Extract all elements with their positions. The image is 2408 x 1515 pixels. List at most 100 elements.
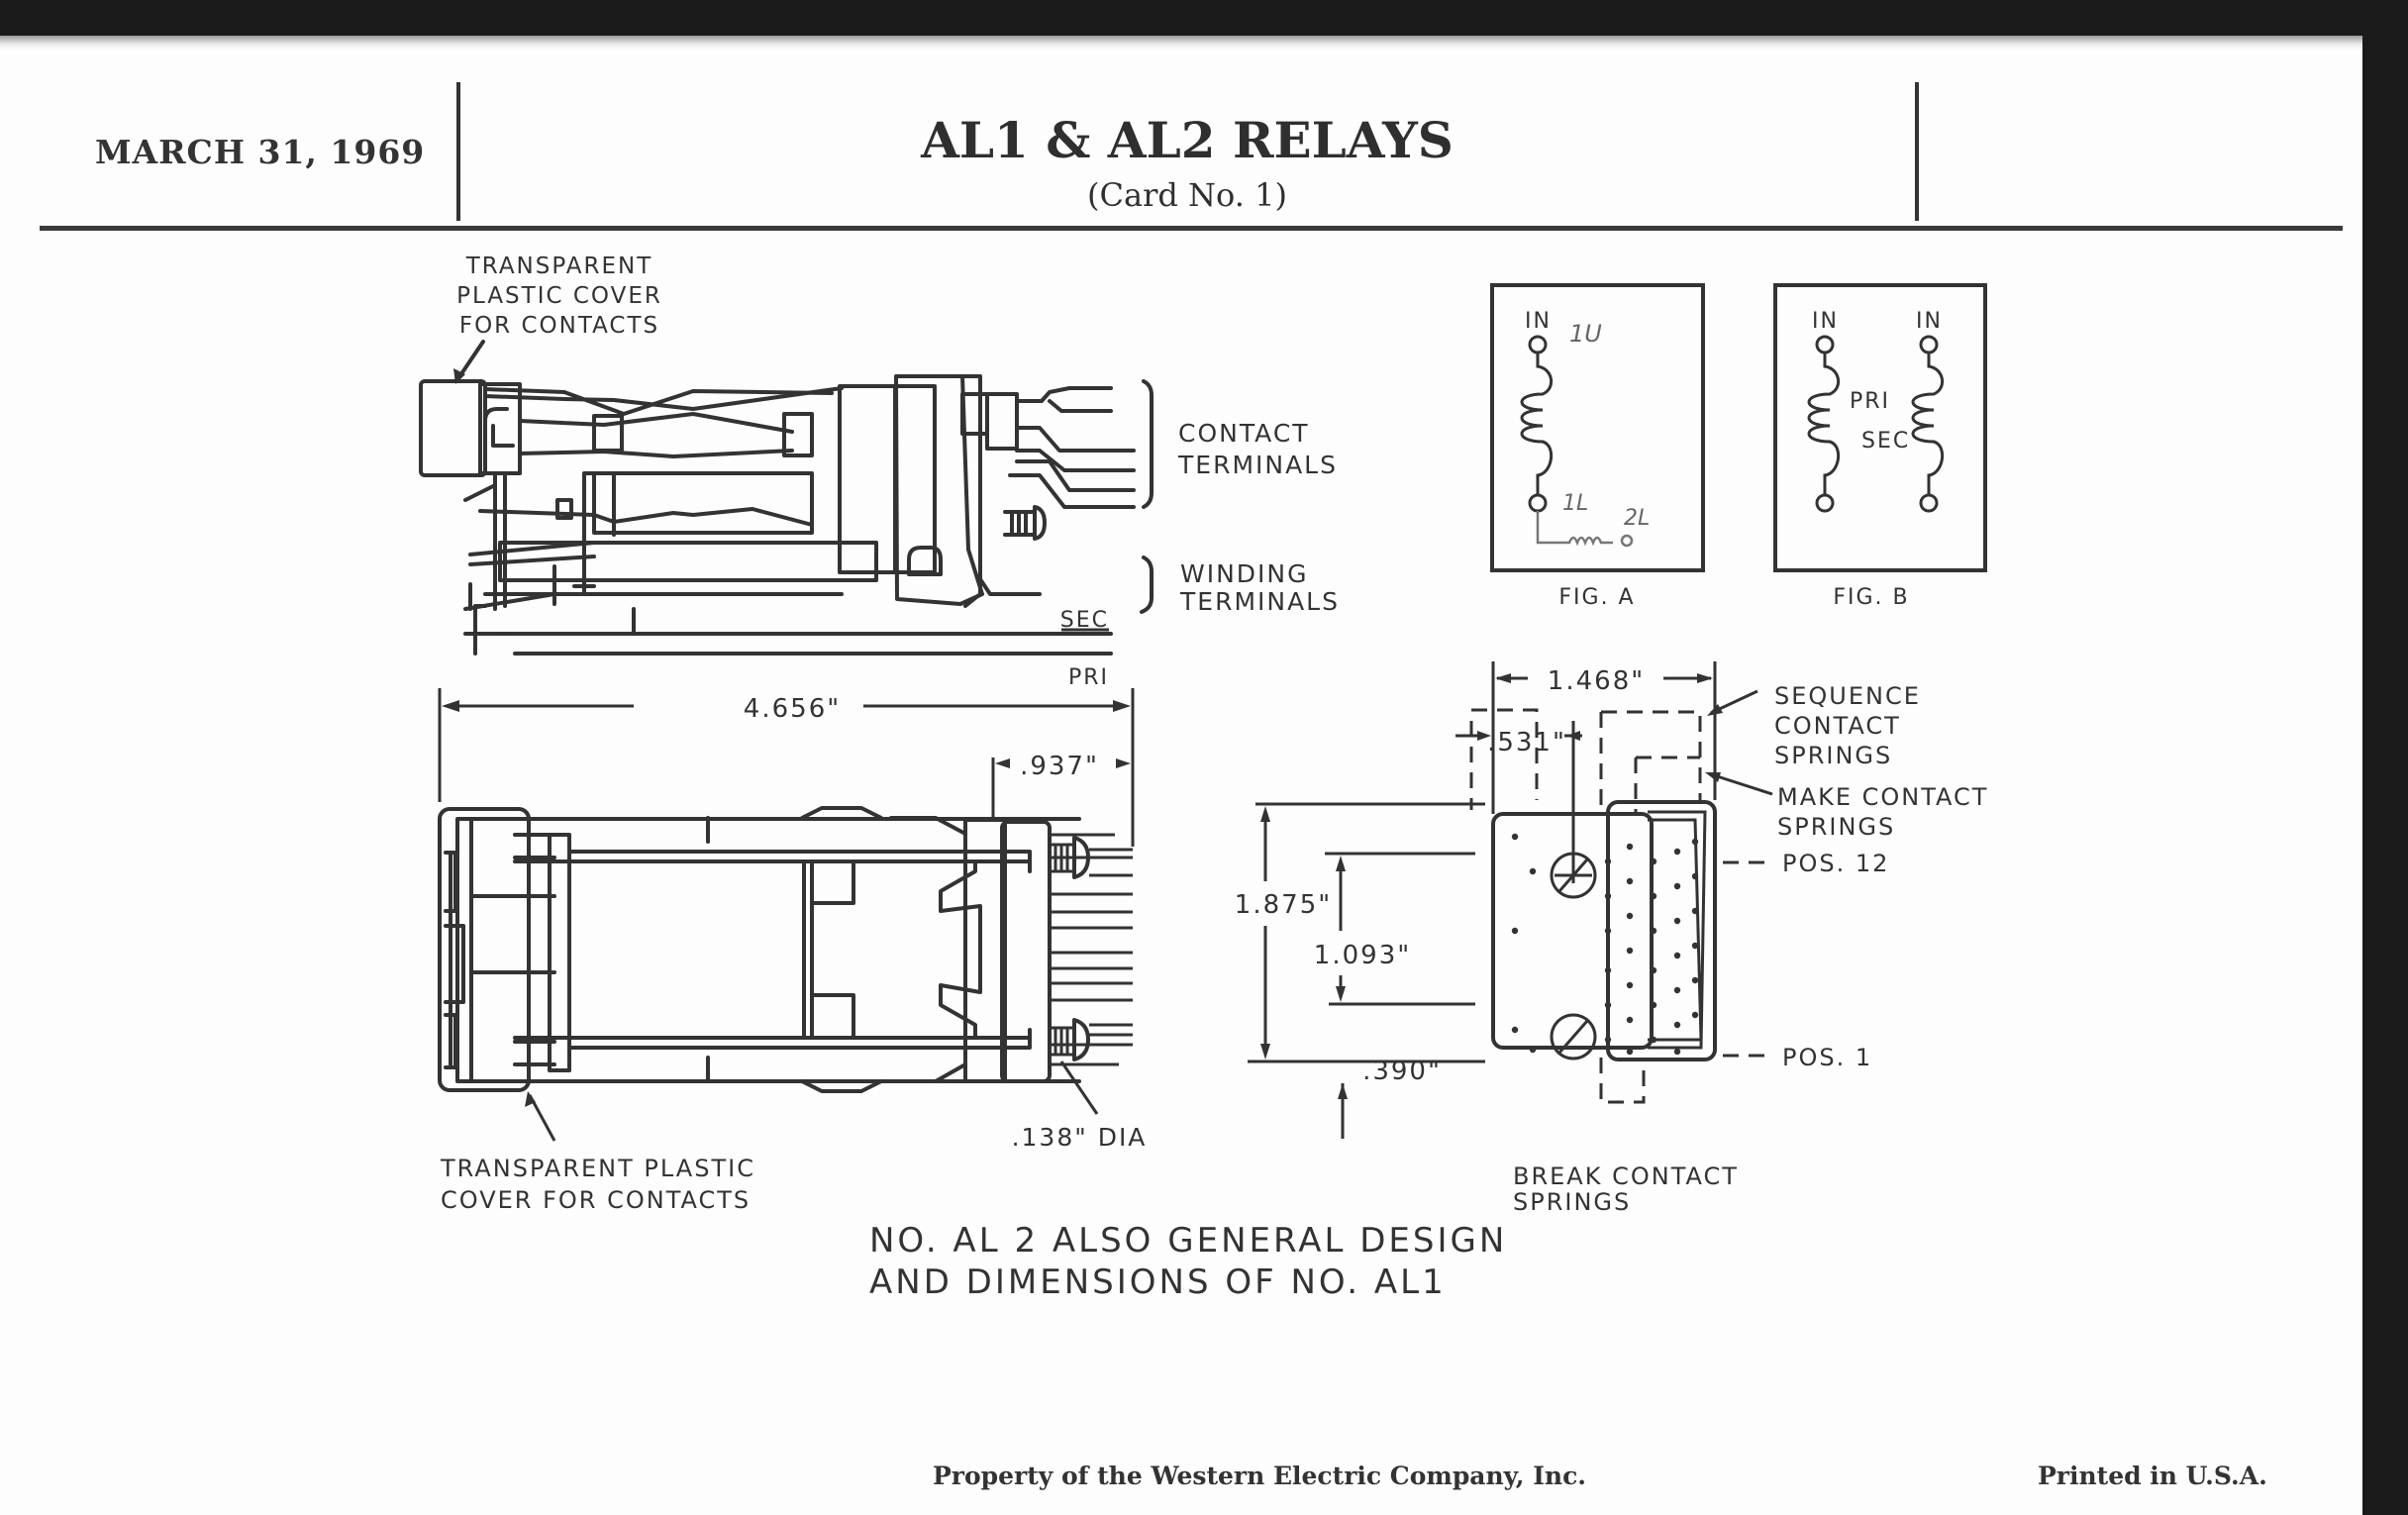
fig-a-handwritten-extra: 2L (1624, 506, 1650, 531)
fig-a-schematic: IN 1U 1L 2L FIG. A (1490, 283, 1705, 610)
terminal-block-2 (893, 384, 937, 574)
terminal-insulator-2 (985, 392, 1019, 451)
cover-plate-2 (449, 817, 473, 1083)
terminal-dot (1529, 867, 1537, 875)
pileup-clamp-top (939, 859, 1004, 1040)
header-divider-right (1915, 82, 1919, 221)
screw-head (1033, 505, 1047, 541)
header-divider-left (456, 82, 460, 221)
pos-12-label: POS. 12 (1782, 850, 1889, 877)
terminal-dot (1691, 907, 1699, 915)
height-value: 1.875" (1235, 890, 1332, 920)
terminal-dot (1511, 833, 1519, 841)
clamp-side (960, 374, 982, 608)
fig-b-sec-label: SEC (1861, 429, 1910, 454)
design-note-line-1: NO. AL 2 ALSO GENERAL DESIGN (869, 1221, 1507, 1261)
sequence-springs-outline (1469, 708, 1539, 810)
contact-terminal-7 (1008, 473, 1136, 509)
spring-1 (483, 387, 834, 416)
terminal-dot (1529, 1046, 1537, 1054)
winding-terminals-label-1: WINDING (1180, 559, 1309, 588)
contact-terminal-1 (1015, 386, 1113, 403)
coil-top (592, 471, 814, 535)
contact-terminal-6 (1015, 459, 1136, 492)
frame-ears-2 (889, 816, 967, 1083)
offset-value: .531" (1487, 728, 1566, 758)
card-subtitle: (Card No. 1) (1087, 176, 1287, 214)
contact-terminal-3 (1015, 426, 1136, 453)
terminal-dot (1626, 1016, 1634, 1024)
coil-wave (478, 507, 814, 527)
screw-lower-thread (1050, 1026, 1074, 1057)
cover-tabs (444, 851, 465, 1069)
clamp-foot (978, 577, 1042, 596)
terminal-dot (1650, 1036, 1657, 1044)
top-cover-arrowhead (525, 1091, 536, 1107)
pos-1-label: POS. 1 (1782, 1044, 1872, 1071)
bottom-offset-value: .390" (1362, 1057, 1442, 1086)
terminal-dot (1673, 1048, 1681, 1056)
mounting-hole-lower (1550, 1013, 1597, 1060)
cover-leader-arrow (456, 340, 485, 380)
terminal-dot (1626, 947, 1634, 955)
rail-inner (567, 850, 1032, 1050)
terminal-dot (1650, 892, 1657, 900)
make-label-1: MAKE CONTACT (1777, 783, 1988, 811)
frame-rails (469, 817, 1081, 1083)
terminal-length-value: .937" (1020, 752, 1099, 781)
terminal-dot (1691, 1011, 1699, 1019)
plate-dividers (469, 894, 556, 974)
fig-a-handwritten-bottom: 1L (1562, 491, 1588, 516)
make-arrowhead (1705, 772, 1721, 782)
terminal-dot (1691, 872, 1699, 880)
side-cover-label-3: FOR CONTACTS (459, 313, 659, 339)
break-label-2: SPRINGS (1513, 1188, 1631, 1216)
armature-tabs (810, 859, 855, 1040)
screw-dia-value: .138" DIA (1012, 1123, 1148, 1152)
contact-terminals-bracket (1142, 379, 1154, 509)
frame-ears (800, 806, 883, 1093)
screw-thread (1003, 510, 1037, 537)
spring-2 (483, 386, 844, 411)
contact-terminals-label-2: TERMINALS (1177, 451, 1338, 479)
end-view-drawing: 1.468" .531" 1.875" 1.093" .390" (1235, 661, 1988, 1216)
terminal-dot (1511, 1026, 1519, 1034)
mounting-hole-upper (1550, 852, 1597, 899)
sequence-contact-springs (1601, 710, 1702, 800)
mounting-hole-upper-slot (1555, 858, 1592, 892)
contact-block (782, 412, 814, 457)
header-rule (40, 226, 2343, 231)
overall-length-value: 4.656" (744, 694, 841, 724)
sequence-arrowhead (1707, 704, 1723, 716)
sequence-label-1: SEQUENCE (1774, 682, 1921, 710)
sequence-label-3: SPRINGS (1774, 742, 1892, 769)
top-view-drawing: 4.656" .937" .138" DIA TRANSPARE (438, 688, 1148, 1214)
mounting-hole-lower-slot (1557, 1020, 1589, 1054)
make-leader (1710, 772, 1773, 796)
fig-b-sec-terminal-bottom (1919, 493, 1939, 513)
overall-length-extension-lines (438, 688, 1135, 847)
terminal-dot (1604, 1001, 1612, 1009)
fig-a-frame (1490, 283, 1705, 572)
clamp-slot (907, 546, 943, 576)
fig-a-coil (1520, 353, 1554, 495)
terminal-dot (1511, 927, 1519, 935)
fig-b-frame (1773, 283, 1987, 572)
terminal-dot (1626, 912, 1634, 920)
terminal-dot (1650, 927, 1657, 935)
break-contact-springs (1599, 1058, 1646, 1104)
fig-b-pri-terminal-bottom (1815, 493, 1835, 513)
contact-terminals (1050, 833, 1133, 1066)
terminal-dot (1604, 858, 1612, 865)
screw-lower-head (1072, 1018, 1090, 1061)
sec-wire-base (463, 604, 1052, 636)
terminal-insulator (963, 818, 1007, 1083)
cover-inner (478, 382, 522, 475)
armature-tab (463, 483, 497, 502)
dia-leader (1059, 1060, 1099, 1115)
terminal-dot (1604, 892, 1612, 900)
terminal-dot (1673, 917, 1681, 925)
stack-rods (513, 833, 1032, 1066)
width-value: 1.468" (1548, 666, 1645, 696)
